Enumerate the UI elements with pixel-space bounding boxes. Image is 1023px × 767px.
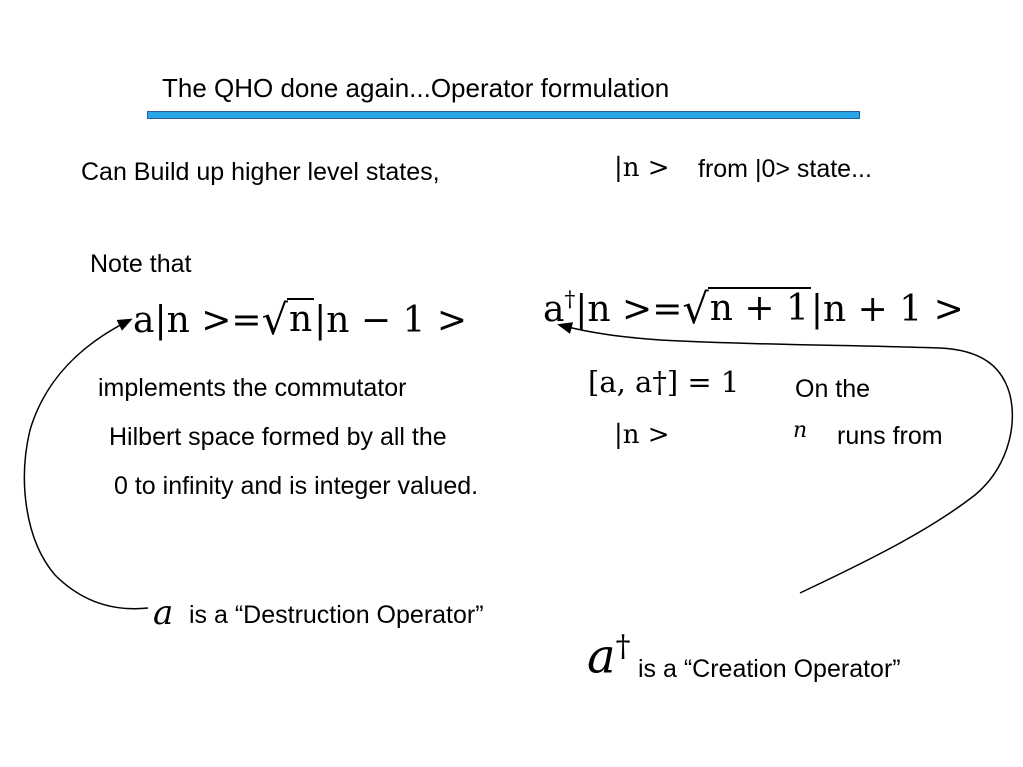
sqrt-n-plus-1: √n + 1 [682, 285, 811, 333]
lowering-equation: a|n >=√n|n − 1 > [133, 296, 468, 344]
commutator-math: [a, a†] = 1 [588, 365, 740, 399]
lowering-rhs: |n − 1 > [314, 300, 468, 341]
creation-a: a [587, 628, 616, 685]
title-underline-bar [147, 111, 860, 119]
runs-from-text: runs from [837, 422, 943, 450]
raising-lhs-ket: |n >= [575, 289, 683, 330]
creation-arrow-curve [557, 322, 1014, 594]
raising-rhs: |n + 1 > [810, 289, 964, 330]
zero-to-infinity-text: 0 to infinity and is integer valued. [114, 472, 479, 500]
hilbert-space-text: Hilbert space formed by all the [109, 423, 447, 451]
slide-title: The QHO done again...Operator formulatio… [162, 73, 670, 103]
sqrt-n-arg: n [286, 298, 315, 340]
ket-n-math-2: |n > [614, 420, 670, 450]
sqrt-n: √n [261, 296, 315, 344]
lowering-lhs: a|n >= [133, 300, 262, 341]
sqrt-n-plus-1-arg: n + 1 [707, 287, 811, 329]
creation-operator-text: is a “Creation Operator” [638, 655, 901, 683]
on-the-text: On the [795, 375, 871, 403]
raising-equation: a†|n >=√n + 1|n + 1 > [543, 285, 964, 333]
from-zero-state-text: from |0> state... [698, 155, 872, 183]
destruction-arrow-curve [23, 318, 149, 610]
n-symbol: n [793, 418, 808, 443]
build-up-text: Can Build up higher level states, [81, 158, 440, 186]
creation-dagger: † [615, 629, 631, 664]
dagger-symbol: † [564, 286, 576, 312]
destruction-operator-text: is a “Destruction Operator” [189, 601, 484, 629]
destruction-symbol: a [153, 593, 174, 633]
creation-symbol: a† [587, 629, 631, 681]
implements-commutator-text: implements the commutator [98, 374, 407, 402]
ket-n-math: |n > [614, 153, 670, 183]
note-that-text: Note that [90, 250, 192, 278]
raising-op: a [543, 289, 565, 330]
